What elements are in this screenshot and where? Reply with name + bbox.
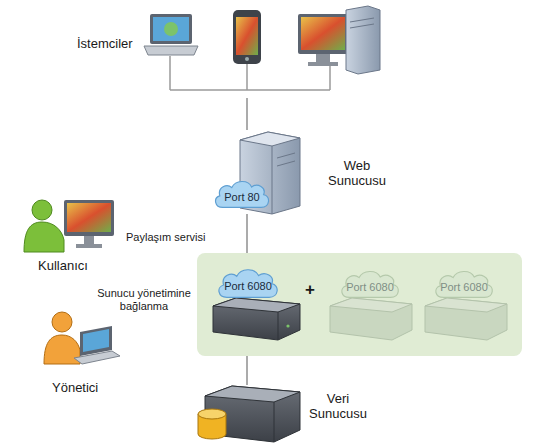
connection-label: Sunucu yönetimine bağlanma bbox=[90, 287, 198, 313]
laptop-icon bbox=[144, 14, 198, 55]
node-label: Kullanıcı bbox=[38, 258, 88, 273]
node-label: Veri Sunucusu bbox=[303, 391, 373, 421]
gis-server-icon bbox=[213, 298, 300, 340]
desktop-icon bbox=[298, 6, 380, 74]
connector-line bbox=[246, 98, 248, 130]
port-cloud: Port 6080 bbox=[338, 268, 402, 300]
additional-server-icon bbox=[330, 298, 412, 340]
user-icon bbox=[24, 200, 114, 252]
node-label: Yönetici bbox=[52, 380, 98, 395]
node-label: Web Sunucusu bbox=[322, 158, 392, 188]
phone-icon bbox=[233, 10, 261, 64]
port-cloud: Port 80 bbox=[212, 178, 272, 210]
port-label: Port 6080 bbox=[338, 280, 402, 295]
data-server-icon bbox=[198, 386, 300, 442]
data-server-node: Veri Sunucusu bbox=[198, 385, 378, 445]
port-label: Port 6080 bbox=[432, 280, 496, 295]
plus-sign: + bbox=[305, 280, 315, 299]
admin-node: Yönetici bbox=[30, 310, 130, 397]
additional-server-icon bbox=[425, 298, 507, 340]
node-label: İstemciler bbox=[77, 36, 133, 51]
port-label: Port 80 bbox=[212, 190, 272, 205]
admin-icon bbox=[44, 312, 120, 364]
server-site-band bbox=[197, 253, 522, 356]
service-label: Paylaşım servisi bbox=[126, 231, 205, 244]
port-cloud: Port 6080 bbox=[432, 268, 496, 300]
port-cloud: Port 6080 bbox=[215, 266, 281, 300]
clients-group: İstemciler bbox=[70, 6, 385, 98]
port-label: Port 6080 bbox=[215, 279, 281, 294]
user-node: Kullanıcı bbox=[20, 196, 120, 280]
